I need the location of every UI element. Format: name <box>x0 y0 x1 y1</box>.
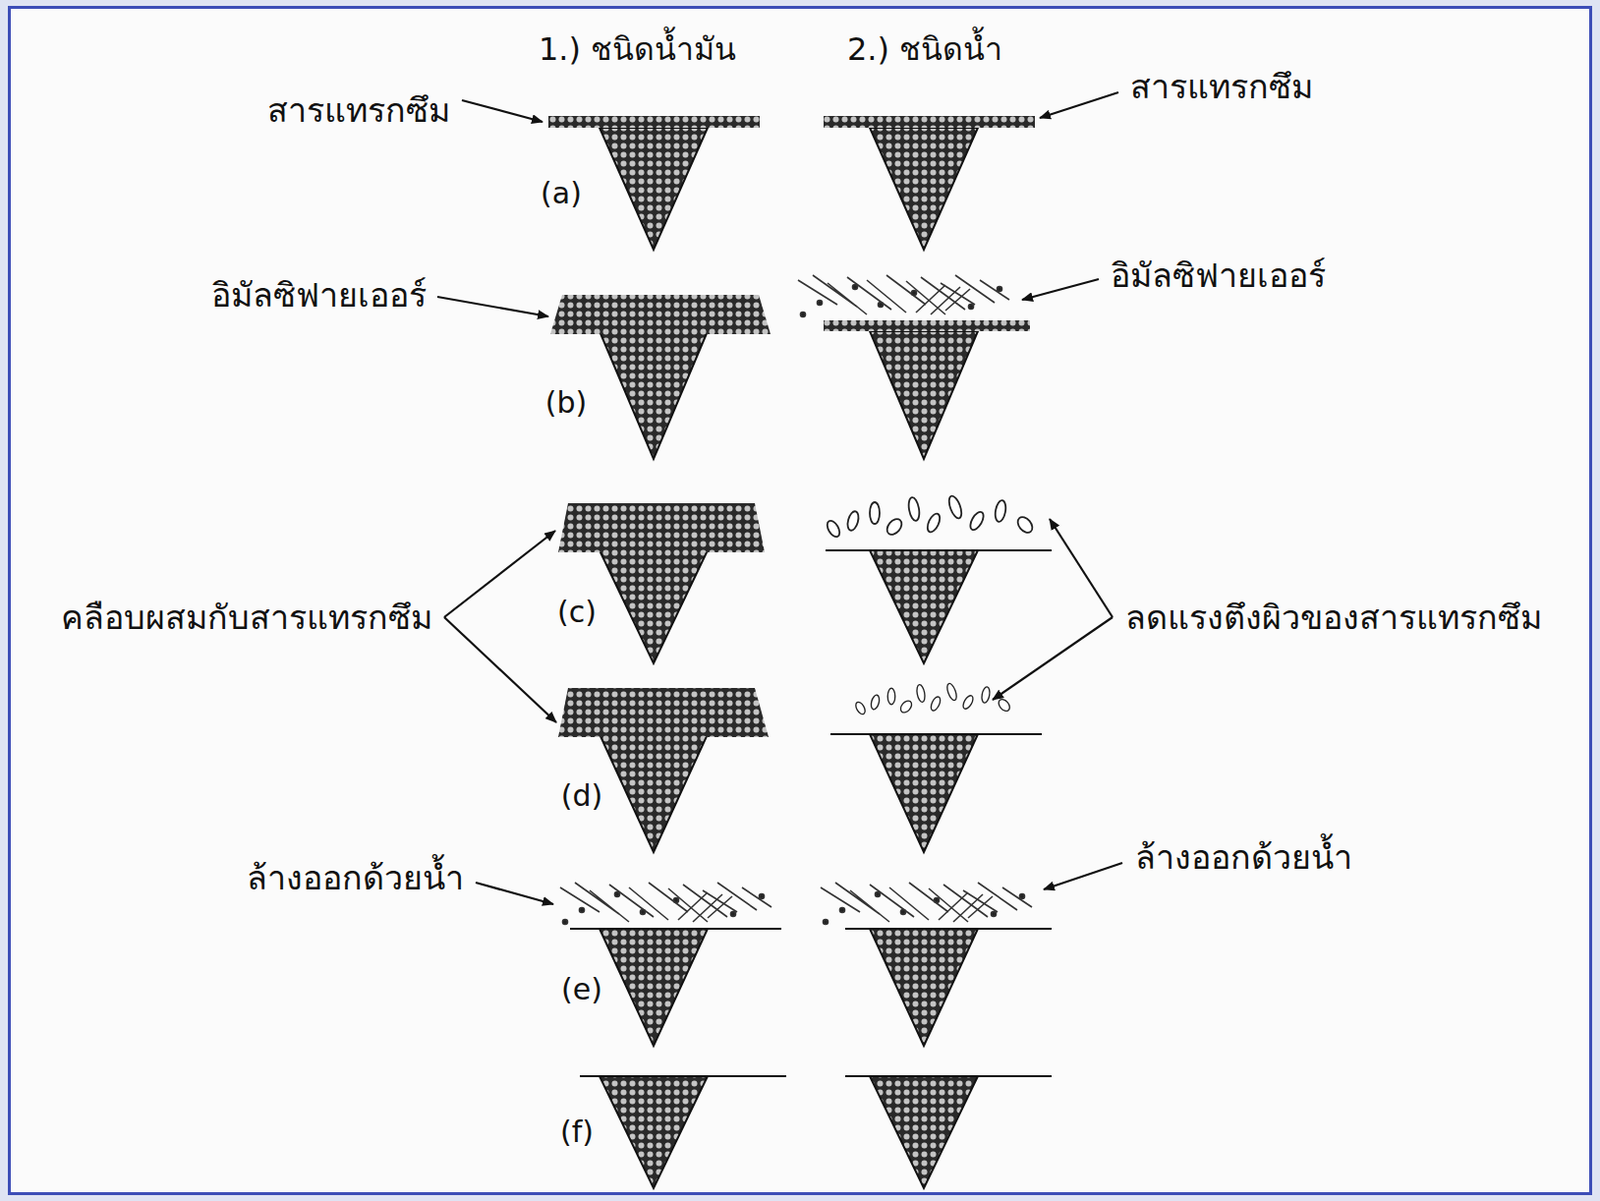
step-letter: (b) <box>545 385 587 421</box>
step-letter: (e) <box>561 971 603 1008</box>
callout-label: อิมัลซิฟายเออร์ <box>1110 255 1326 296</box>
step-letter: (a) <box>540 175 582 212</box>
callout-label: อิมัลซิฟายเออร์ <box>211 275 427 316</box>
callout-label: สารแทรกซึม <box>267 90 451 131</box>
column-heading: 1.) ชนิดน้ำมัน <box>538 30 737 68</box>
callout-label: ลดแรงตึงผิวของสารแทรกซึม <box>1125 597 1543 638</box>
callout-label: ล้างออกด้วยน้ำ <box>246 857 464 899</box>
step-letter: (d) <box>561 778 603 814</box>
step-letter: (c) <box>557 594 597 630</box>
callout-label: คลือบผสมกับสารแทรกซึม <box>60 597 433 638</box>
callout-label: สารแทรกซึม <box>1130 66 1314 108</box>
step-letter: (f) <box>560 1114 594 1150</box>
callout-label: ล้างออกด้วยน้ำ <box>1135 837 1353 878</box>
column-heading: 2.) ชนิดน้ำ <box>847 30 1003 68</box>
